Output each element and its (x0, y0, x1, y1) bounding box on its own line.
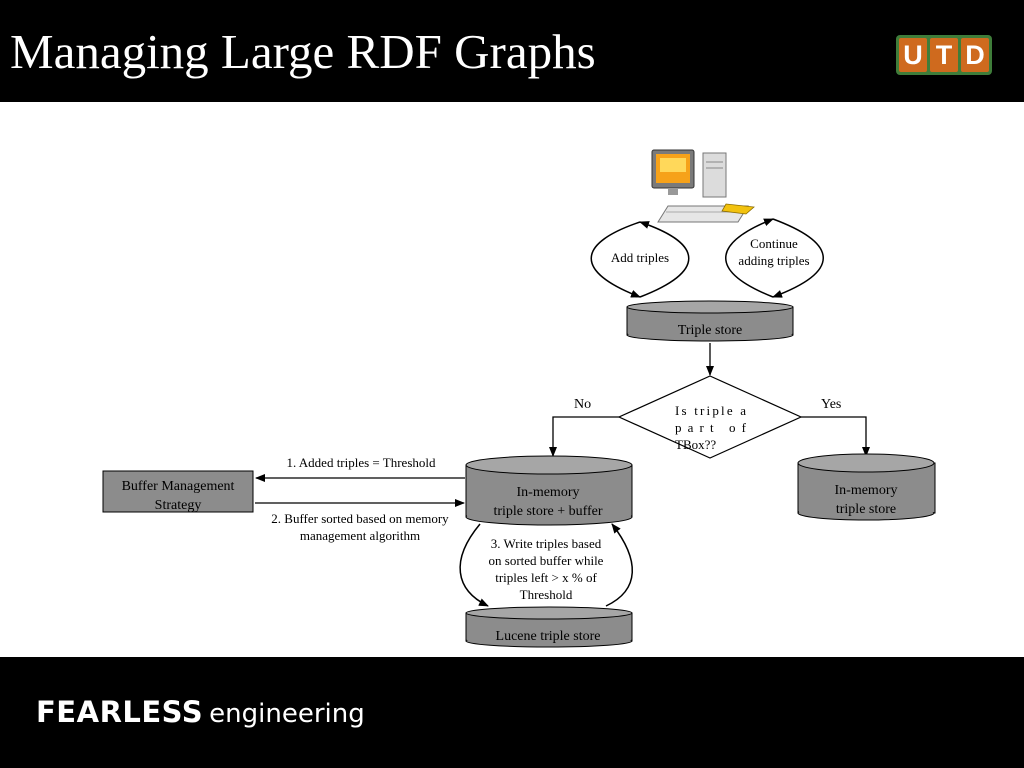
triple-store-label: Triple store (678, 323, 742, 338)
tbox-decision-diamond (617, 375, 803, 459)
flow-diagram: Add triples Continue adding triples Trip… (102, 149, 936, 648)
add-triples-label: Add triples (611, 250, 669, 265)
continue-adding-label-line1: Continue (750, 236, 798, 251)
utd-logo: U T D (896, 35, 992, 75)
yes-branch-label: Yes (821, 397, 841, 412)
inmemory-buffer-cylinder (465, 455, 633, 526)
footer-engineering: engineering (209, 699, 365, 729)
logo-letter-d: D (961, 38, 989, 72)
write-triples-label-line3: triples left > x % of (495, 570, 597, 585)
lucene-store-cylinder (465, 606, 633, 648)
inmemory-store-label-line1: In-memory (835, 483, 898, 498)
buffer-strategy-label-line1: Buffer Management (122, 479, 235, 494)
slide-title: Managing Large RDF Graphs (10, 24, 596, 79)
continue-adding-label-line2: adding triples (738, 253, 809, 268)
footer-fearless: FEARLESS (36, 695, 204, 729)
buffer-strategy-label-line2: Strategy (155, 498, 202, 513)
no-branch-label: No (574, 397, 591, 412)
logo-letter-t: T (930, 38, 958, 72)
decision-text-line2: part of (675, 420, 747, 435)
decision-text-line3: TBox?? (675, 437, 716, 452)
inmemory-buffer-label-line1: In-memory (517, 485, 580, 500)
buffer-sorted-label-line1: 2. Buffer sorted based on memory (271, 511, 449, 526)
header-bar: Managing Large RDF Graphs U T D (0, 0, 1024, 102)
continue-adding-loop-arrow (725, 218, 774, 298)
write-triples-loop-arrow (459, 523, 489, 607)
inmemory-store-cylinder (797, 453, 936, 521)
inmemory-store-label-line2: triple store (836, 502, 896, 517)
write-triples-label-line2: on sorted buffer while (489, 553, 604, 568)
logo-letter-u: U (899, 38, 927, 72)
computer-icon (651, 149, 755, 223)
buffer-strategy-box (102, 470, 254, 513)
triple-store-cylinder (626, 300, 794, 342)
write-triples-label-line1: 3. Write triples based (491, 536, 602, 551)
inmemory-buffer-label-line2: triple store + buffer (493, 504, 602, 519)
threshold-edge-label: 1. Added triples = Threshold (287, 455, 436, 470)
add-triples-loop-arrow (590, 221, 641, 298)
write-triples-label-line4: Threshold (520, 587, 573, 602)
buffer-sorted-label-line2: management algorithm (300, 528, 420, 543)
lucene-store-label: Lucene triple store (496, 629, 601, 644)
